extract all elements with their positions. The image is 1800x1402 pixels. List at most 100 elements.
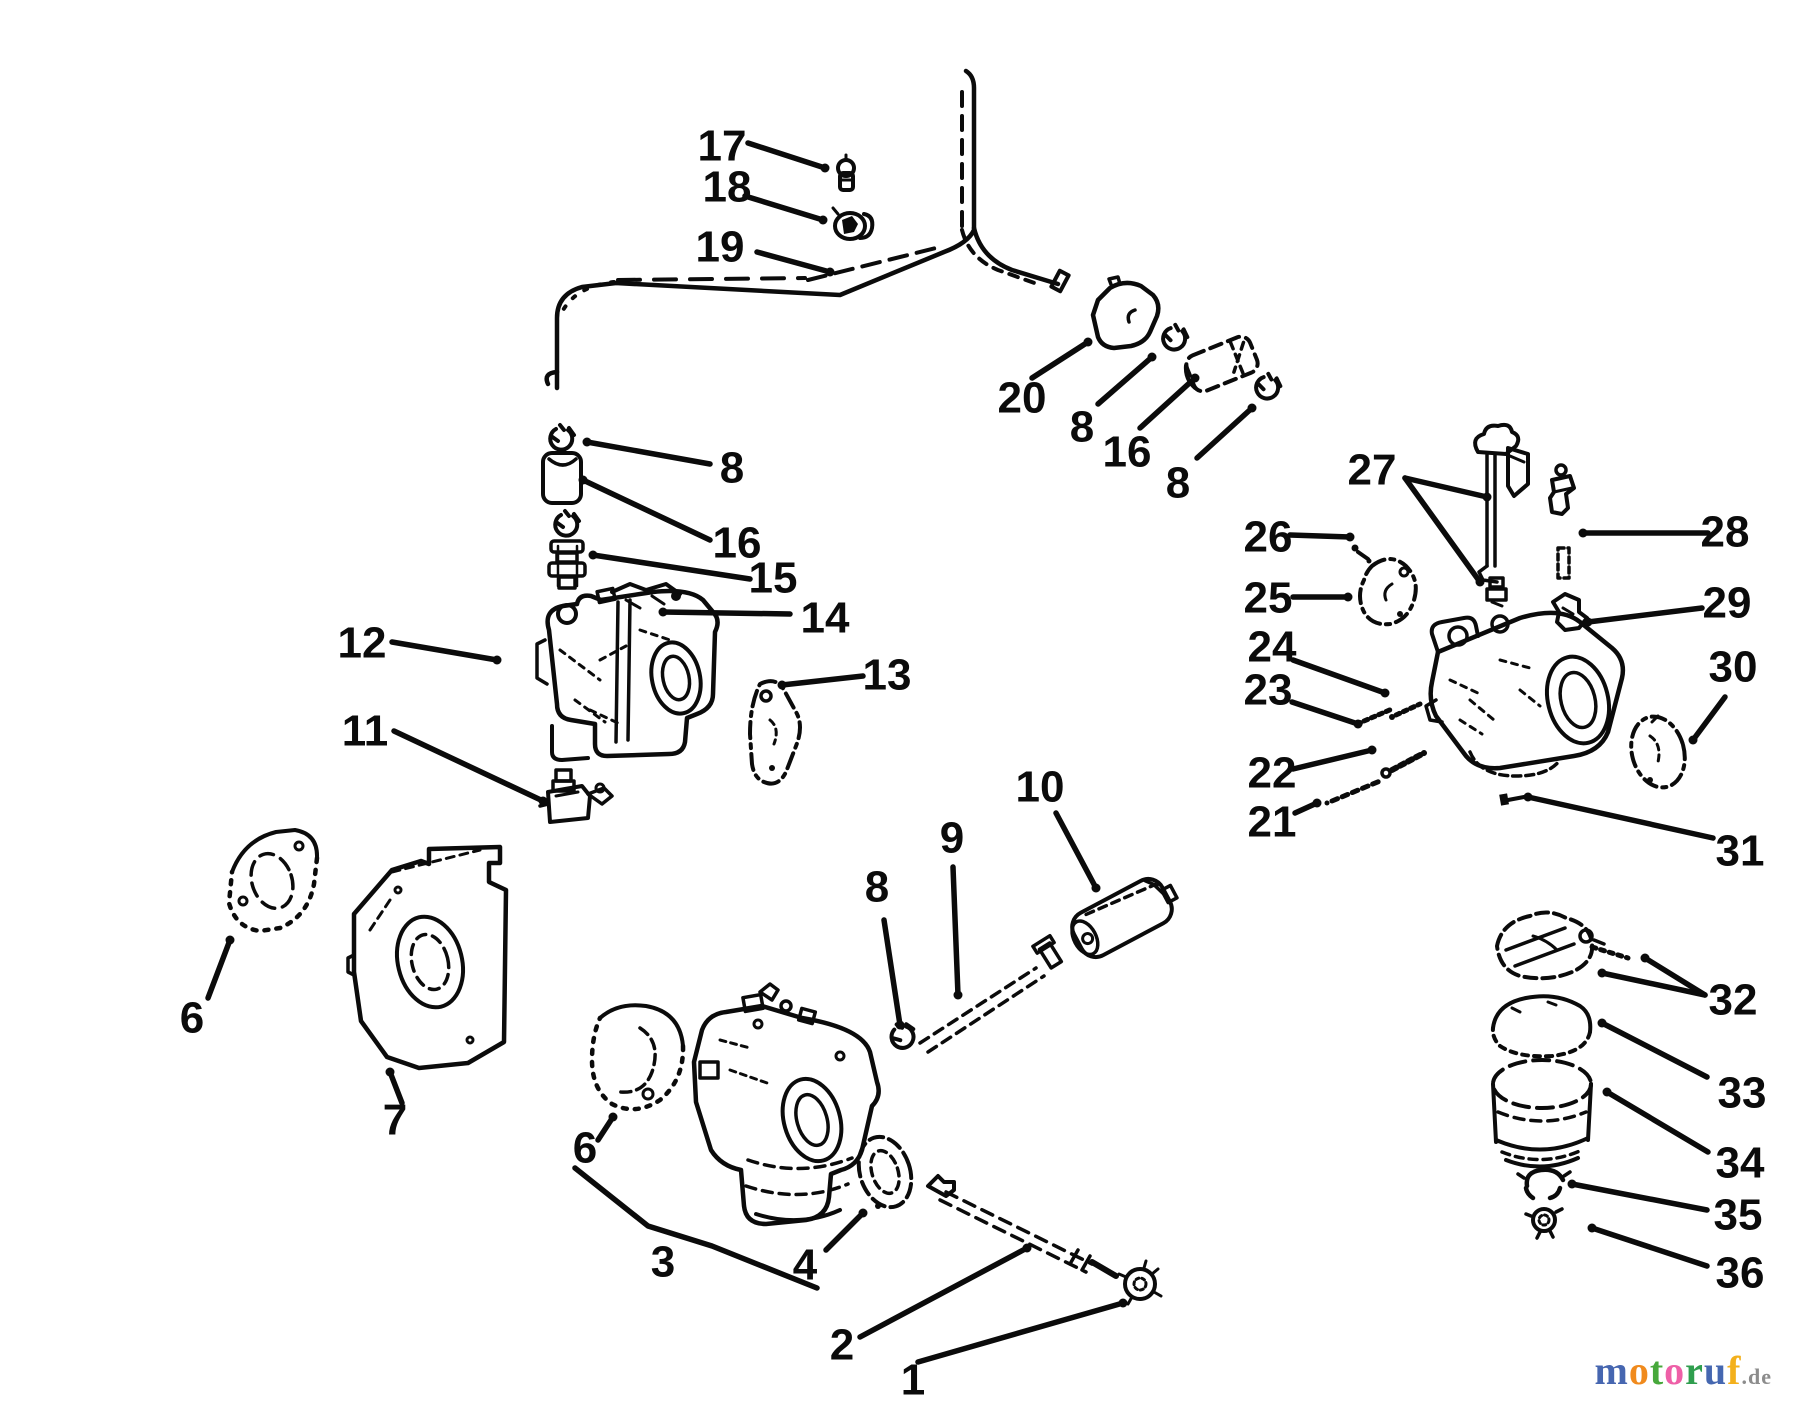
callout-leader-dot (858, 1208, 868, 1218)
part-number-label: 14 (801, 594, 850, 643)
callout-28: 28 (1578, 508, 1749, 557)
callout-leader-dot (1597, 1018, 1607, 1028)
callout-8b: 8 (1070, 352, 1157, 452)
callout-leader-dot (582, 437, 592, 447)
valve-28-drawing (1548, 463, 1576, 516)
motoruf-watermark: motoruf.de (1595, 1347, 1773, 1394)
part-number-label: 35 (1714, 1191, 1763, 1240)
callout-leader-line (1690, 694, 1728, 743)
callout-leader-dot (1118, 1298, 1128, 1308)
callout-leader-dot (492, 655, 502, 665)
screw-26-drawing (1351, 544, 1372, 564)
callout-11: 11 (342, 707, 548, 806)
float-32-drawing (1495, 910, 1631, 981)
carburetor-12-drawing (535, 588, 720, 762)
callout-leader-line (1589, 1225, 1710, 1269)
callout-leader-line (1287, 532, 1353, 540)
callout-19: 19 (696, 223, 835, 277)
part-number-label: 20 (998, 374, 1047, 423)
callout-18: 18 (703, 163, 828, 225)
part-number-label: 2 (830, 1321, 854, 1370)
bolt-31-drawing (1499, 793, 1526, 806)
callout-leader-line (1604, 1089, 1711, 1155)
part-number-label: 26 (1244, 513, 1293, 562)
callout-leader-line (391, 728, 546, 804)
callout-leader-line (387, 1069, 405, 1106)
callout-leader-dot (608, 1112, 618, 1122)
callout-leader-dot (1083, 337, 1093, 347)
part-number-label: 6 (573, 1124, 597, 1173)
part-number-label: 16 (713, 519, 762, 568)
callout-4: 4 (793, 1208, 868, 1290)
clamp-8-top-drawing (1161, 322, 1190, 352)
part-number-label: 19 (696, 223, 745, 272)
callout-leader-dot (825, 267, 835, 277)
part-number-label: 3 (651, 1238, 675, 1287)
callout-leader-dot (1597, 968, 1607, 978)
callout-leader-line (1402, 475, 1490, 500)
callout-14: 14 (658, 594, 850, 643)
callout-17: 17 (698, 122, 830, 173)
callout-6b: 6 (573, 1112, 618, 1173)
watermark-letter: m (1594, 1348, 1629, 1393)
part-number-label: 10 (1016, 763, 1065, 812)
callout-leader-line (1525, 794, 1716, 841)
callout-leader-line (857, 1245, 1030, 1340)
clamp-8-bottom-drawing (889, 1022, 916, 1050)
disc-33-drawing (1490, 994, 1593, 1059)
callout-leader-line (1194, 405, 1255, 461)
callout-leader-line (823, 1210, 866, 1253)
callout-leader-line (915, 1300, 1126, 1365)
watermark-letter: u (1703, 1348, 1728, 1393)
part-number-label: 31 (1716, 827, 1765, 876)
spring-21-drawing (1324, 778, 1383, 806)
callout-leader-line (1029, 339, 1091, 381)
callout-leader-dot (1567, 1179, 1577, 1189)
callout-34: 34 (1602, 1087, 1765, 1188)
filter-16-top-drawing (1183, 334, 1260, 394)
callout-leader-line (572, 1165, 820, 1291)
callout-leader-line (1402, 475, 1483, 585)
callout-leader-line (580, 477, 713, 543)
carburetor-3-drawing (691, 982, 881, 1227)
callout-leader-line (881, 917, 903, 1028)
part-number-label: 23 (1244, 666, 1293, 715)
callout-leader-line (745, 140, 828, 171)
callout-30: 30 (1688, 643, 1757, 745)
part-number-label: 11 (342, 707, 389, 756)
callout-leader-line (1599, 970, 1708, 998)
callout-12: 12 (338, 619, 502, 668)
callout-36: 36 (1587, 1223, 1764, 1298)
callout-leader-dot (1587, 1223, 1597, 1233)
watermark-letter: o (1628, 1348, 1650, 1393)
callout-leader-line (754, 249, 833, 275)
gasket-4-drawing (856, 1134, 914, 1210)
callout-leader-dot (1367, 745, 1377, 755)
callout-leader-line (950, 864, 961, 998)
callout-24: 24 (1248, 623, 1390, 698)
callout-leader-line (595, 1114, 616, 1143)
plate-25-drawing (1358, 557, 1418, 627)
valve-18-drawing (831, 206, 875, 241)
watermark-suffix: .de (1741, 1364, 1772, 1389)
part-number-label: 27 (1348, 446, 1397, 495)
callout-33: 33 (1597, 1018, 1766, 1118)
screw-22-drawing (1380, 750, 1427, 779)
callout-leader-dot (225, 935, 235, 945)
callout-leader-line (389, 639, 500, 663)
part-number-label: 32 (1709, 976, 1758, 1025)
callout-leader-dot (1022, 1243, 1032, 1253)
part-number-label: 17 (698, 122, 747, 171)
callout-10: 10 (1016, 763, 1101, 893)
part-number-label: 7 (383, 1096, 407, 1145)
watermark-letter: r (1685, 1348, 1704, 1393)
callout-3: 3 (572, 1165, 820, 1291)
gasket-13-drawing (748, 679, 802, 786)
part-number-label: 12 (338, 619, 387, 668)
callout-leader-dot (1578, 528, 1588, 538)
gasket-30-drawing (1629, 714, 1687, 790)
filter-16-stack-drawing (541, 451, 583, 505)
part-number-label: 8 (1166, 459, 1190, 508)
part-number-label: 6 (180, 994, 204, 1043)
